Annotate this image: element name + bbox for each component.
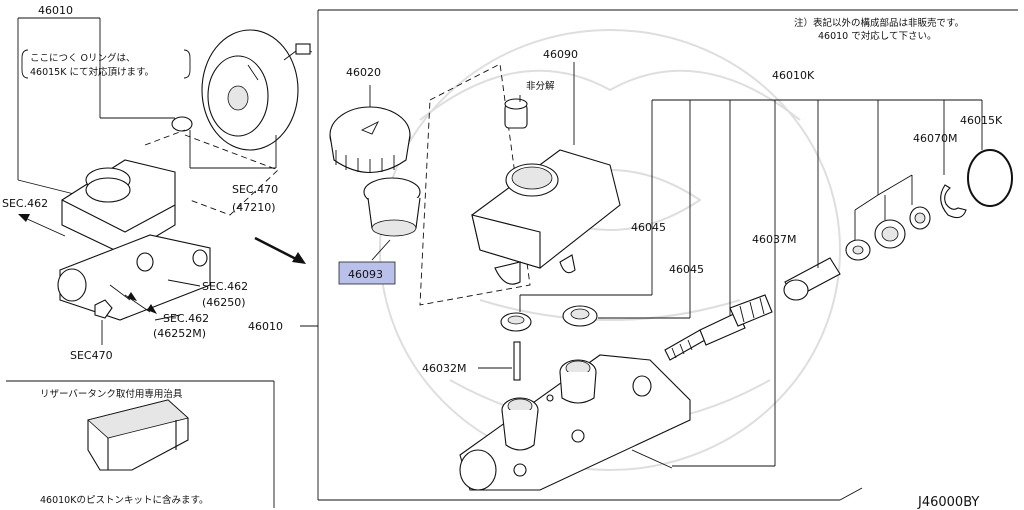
note-line-1: ここにつく Oリングは、 [30,52,136,64]
note-line-2: 46015K にて対応頂けます。 [30,66,154,78]
label-sec462-c: SEC.462 [163,312,209,325]
tool-caption: 46010Kのピストンキットに含みます。 [40,494,209,506]
label-46045-a: 46045 [631,221,666,234]
label-46037M: 46037M [752,233,796,246]
label-46010-left: 46010 [38,4,73,17]
label-46010K: 46010K [772,69,815,82]
right-exploded-parts [300,62,1013,491]
label-46093: 46093 [348,268,383,281]
label-sec462-c-sub: (46252M) [153,327,206,340]
label-sec470-a-sub: (47210) [232,201,276,214]
label-non-disassembly: 非分解 [526,80,555,92]
tool-title: リザーバータンク取付用専用治具 [40,388,183,400]
right-note-line-1: 注）表記以外の構成部品は非販売です。 [794,17,964,29]
label-46020: 46020 [346,66,381,79]
right-panel-frame [317,9,1018,501]
label-sec462-left: SEC.462 [2,197,48,210]
tool-panel [6,380,275,508]
right-note-line-2: 46010 で対応して下さい。 [818,30,936,42]
label-46045-b: 46045 [669,263,704,276]
label-sec462-b-sub: (46250) [202,296,246,309]
label-46010-right: 46010 [248,320,283,333]
left-booster-assembly [17,17,313,345]
label-sec470-b: SEC470 [70,349,113,362]
label-46090: 46090 [543,48,578,61]
diagram-code: J46000BY [917,495,979,510]
label-46070M: 46070M [913,132,957,145]
label-46032M: 46032M [422,362,466,375]
label-46015K: 46015K [960,114,1003,127]
watermark-logo [379,29,841,471]
label-sec470-a: SEC.470 [232,183,278,196]
label-sec462-b: SEC.462 [202,280,248,293]
highlight-46093 [338,261,396,285]
